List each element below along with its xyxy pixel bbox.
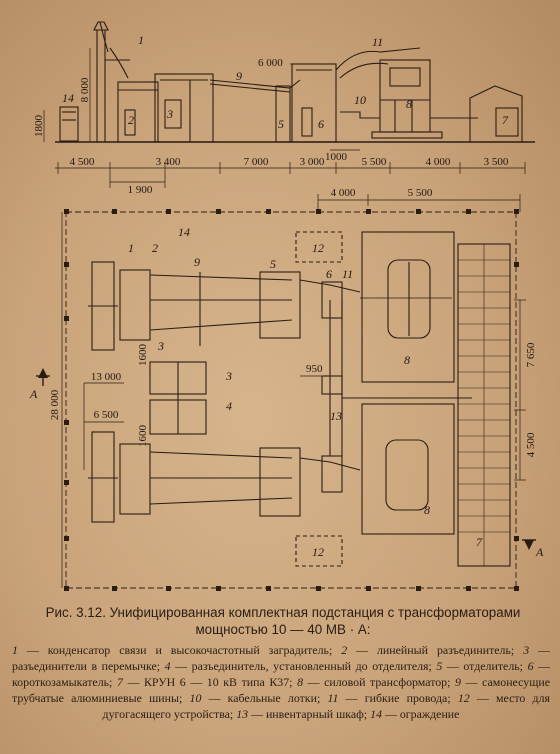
dim-bottom-4: 3 000 bbox=[300, 156, 325, 168]
plan-label-2: 2 bbox=[152, 241, 158, 255]
section-mark-a-right: A bbox=[535, 545, 544, 559]
figure-caption: Рис. 3.12. Унифицированная комплектная п… bbox=[45, 605, 521, 637]
plan-label-3a: 3 bbox=[157, 339, 164, 353]
plan-label-3b: 3 bbox=[225, 369, 232, 383]
plan-drawing: 1 2 3 3 4 5 6 7 8 8 9 11 12 12 13 14 4 0… bbox=[29, 187, 544, 591]
dim-bottom-2: 3 400 bbox=[156, 156, 181, 168]
dim-plan-950: 950 bbox=[306, 363, 323, 375]
plan-label-8b: 8 bbox=[424, 503, 430, 517]
plan-label-5: 5 bbox=[270, 257, 276, 271]
plan-label-1: 1 bbox=[128, 241, 134, 255]
section-mark-a-left: A bbox=[29, 387, 38, 401]
legend-item-14: 14 — ограждение bbox=[370, 707, 460, 721]
dim-plan-6500: 6 500 bbox=[94, 409, 119, 421]
plan-label-11: 11 bbox=[342, 267, 353, 281]
elev-label-14: 14 bbox=[62, 91, 74, 105]
legend-item-2: 2 — линейный разъединитель; bbox=[341, 643, 524, 657]
dim-bottom-7: 3 500 bbox=[484, 156, 509, 168]
elev-label-7: 7 bbox=[502, 113, 509, 127]
elevation-drawing: 1 2 3 5 6 7 8 9 10 11 14 8 000 1800 6 00… bbox=[33, 21, 535, 196]
legend-item-7: 7 — КРУН 6 — 10 кВ типа К37; bbox=[116, 675, 298, 689]
legend-item-11: 11 — гибкие провода; bbox=[327, 691, 458, 705]
plan-label-7: 7 bbox=[476, 535, 483, 549]
dim-plan-13000: 13 000 bbox=[91, 371, 122, 383]
elev-label-11: 11 bbox=[372, 35, 383, 49]
dim-plan-1600b: 1600 bbox=[137, 425, 149, 448]
dim-8000: 8 000 bbox=[79, 77, 91, 102]
elev-label-2: 2 bbox=[128, 113, 134, 127]
plan-label-6: 6 bbox=[326, 267, 332, 281]
dim-bottom-1: 4 500 bbox=[70, 156, 95, 168]
dim-plan-7650: 7 650 bbox=[525, 342, 537, 367]
plan-label-13: 13 bbox=[330, 409, 342, 423]
legend-item-13: 13 — инвентарный шкаф; bbox=[236, 707, 371, 721]
dim-bottom-5: 5 500 bbox=[362, 156, 387, 168]
dim-plan-4500: 4 500 bbox=[525, 432, 537, 457]
plan-label-8a: 8 bbox=[404, 353, 410, 367]
elev-label-5: 5 bbox=[278, 117, 284, 131]
legend-item-10: 10 — кабельные лотки; bbox=[189, 691, 328, 705]
plan-label-12b: 12 bbox=[312, 545, 324, 559]
elev-label-3: 3 bbox=[166, 107, 173, 121]
legend-item-3: 3 — разъединители в перемычке; bbox=[12, 643, 550, 673]
dim-bottom-3: 7 000 bbox=[244, 156, 269, 168]
elev-label-8: 8 bbox=[406, 97, 412, 111]
legend-item-5: 5 — отделитель; bbox=[436, 659, 528, 673]
dim-bottom-6: 4 000 bbox=[426, 156, 451, 168]
legend-item-12: 12 — место для дугогасящего устройства; bbox=[102, 691, 551, 721]
dim-plan-28000: 28 000 bbox=[49, 389, 61, 420]
figure-legend: 1 — конденсатор связи и высокочастотный … bbox=[12, 642, 550, 722]
legend-item-8: 8 — силовой трансформатор; bbox=[297, 675, 456, 689]
plan-label-9: 9 bbox=[194, 255, 200, 269]
elev-label-6: 6 bbox=[318, 117, 324, 131]
dim-plan-1600a: 1600 bbox=[137, 344, 149, 367]
dim-1000: 1000 bbox=[325, 151, 348, 163]
dim-plan-4000: 4 000 bbox=[331, 187, 356, 199]
dim-1800: 1800 bbox=[33, 115, 45, 138]
plan-label-14: 14 bbox=[178, 225, 190, 239]
dim-1900: 1 900 bbox=[128, 184, 153, 196]
elev-label-10: 10 bbox=[354, 93, 366, 107]
legend-item-6: 6 — короткозамыкатель; bbox=[12, 659, 550, 689]
elev-label-9: 9 bbox=[236, 69, 242, 83]
elev-label-1: 1 bbox=[138, 33, 144, 47]
legend-item-9: 9 — самонесущие трубчатые алюминиевые ши… bbox=[12, 675, 550, 705]
plan-label-4: 4 bbox=[226, 399, 232, 413]
plan-label-12a: 12 bbox=[312, 241, 324, 255]
legend-item-1: 1 — конденсатор связи и высокочастотный … bbox=[12, 643, 342, 657]
dim-plan-5500: 5 500 bbox=[408, 187, 433, 199]
legend-item-4: 4 — разъединитель, установленный до отде… bbox=[164, 659, 437, 673]
dim-6000: 6 000 bbox=[258, 57, 283, 69]
